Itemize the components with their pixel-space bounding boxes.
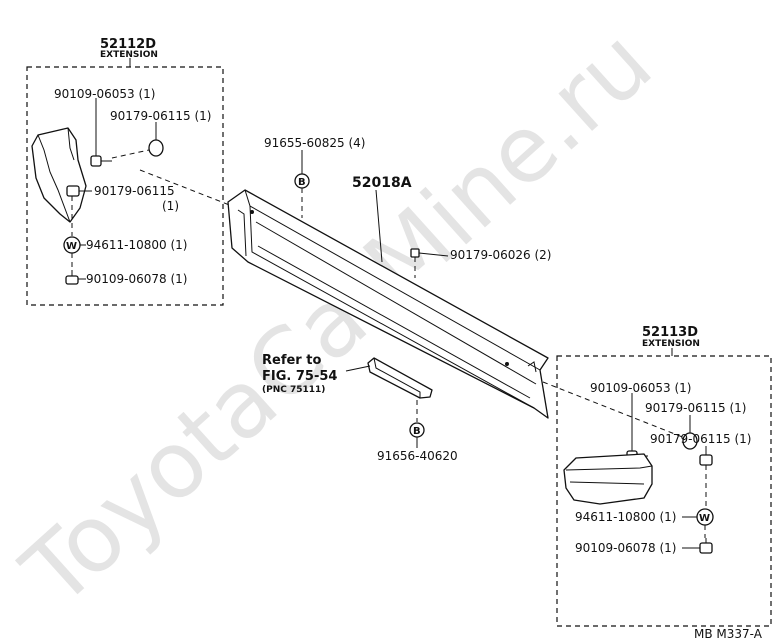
left-bolt-a xyxy=(90,98,112,167)
bumper-part-number: 52018A xyxy=(352,175,412,191)
right-extension-part-number: 52113D xyxy=(642,325,698,340)
left-extension-group: 52112D EXTENSION 90109-06053 (1) 90179-0… xyxy=(26,37,233,306)
right-label-nut-b: 90179-06115 (1) xyxy=(650,432,752,446)
bumper-bolt-bottom-label: 91656-40620 xyxy=(377,449,458,463)
left-label-bolt-b: 90109-06078 (1) xyxy=(86,272,188,286)
bumper-bolt-top-label: 91655-60825 (4) xyxy=(264,136,366,150)
svg-text:B: B xyxy=(413,426,421,437)
svg-text:W: W xyxy=(699,513,710,524)
right-label-washer: 94611-10800 (1) xyxy=(575,510,677,524)
bumper-nut xyxy=(410,248,449,278)
right-bolt-b xyxy=(682,538,713,554)
left-extension-part-number: 52112D xyxy=(100,37,156,52)
right-label-bolt-b: 90109-06078 (1) xyxy=(575,541,677,555)
left-nut-a xyxy=(111,122,164,159)
bumper-nut-label: 90179-06026 (2) xyxy=(450,248,552,262)
bumper-part xyxy=(227,189,549,419)
left-nut-b xyxy=(66,185,92,197)
right-washer: W xyxy=(682,508,714,538)
right-extension-box xyxy=(556,355,772,627)
left-washer: W xyxy=(63,196,86,254)
left-label-bolt-a: 90109-06053 (1) xyxy=(54,87,156,101)
left-label-washer: 94611-10800 (1) xyxy=(86,238,188,252)
bumper-bolt-top: B xyxy=(294,173,310,218)
right-extension-group: 52113D EXTENSION 90109-06053 (1) 90179-0… xyxy=(542,325,772,627)
right-nut-b xyxy=(699,446,713,508)
svg-text:W: W xyxy=(66,241,77,252)
left-label-nut-b: 90179-06115 xyxy=(94,184,175,198)
right-label-bolt-a: 90109-06053 (1) xyxy=(590,381,692,395)
left-extension-part xyxy=(31,127,87,223)
right-label-nut-a: 90179-06115 (1) xyxy=(645,401,747,415)
watermark: ToyotaCarMine.ru xyxy=(2,9,672,627)
left-extension-link xyxy=(139,169,233,207)
left-extension-name: EXTENSION xyxy=(100,50,158,60)
figure-code: MB M337-A xyxy=(694,627,763,641)
left-label-nut-b-qty: (1) xyxy=(162,199,179,213)
right-extension-part xyxy=(563,453,653,505)
bumper-bolt-bottom: B xyxy=(409,400,425,448)
right-extension-name: EXTENSION xyxy=(642,339,700,349)
left-label-nut-a: 90179-06115 (1) xyxy=(110,109,212,123)
bumper-group: 52018A 91655-60825 (4) B 90179-06026 (2)… xyxy=(227,136,552,463)
right-nut-a xyxy=(682,415,698,450)
reference-line2: FIG. 75-54 xyxy=(262,369,337,384)
reference-line3: (PNC 75111) xyxy=(262,385,325,395)
reference-bracket xyxy=(345,357,433,399)
reference-line1: Refer to xyxy=(262,353,321,368)
bumper-leader xyxy=(375,189,383,263)
left-extension-box xyxy=(26,66,224,306)
left-bolt-b xyxy=(65,253,86,285)
svg-text:B: B xyxy=(298,177,306,188)
